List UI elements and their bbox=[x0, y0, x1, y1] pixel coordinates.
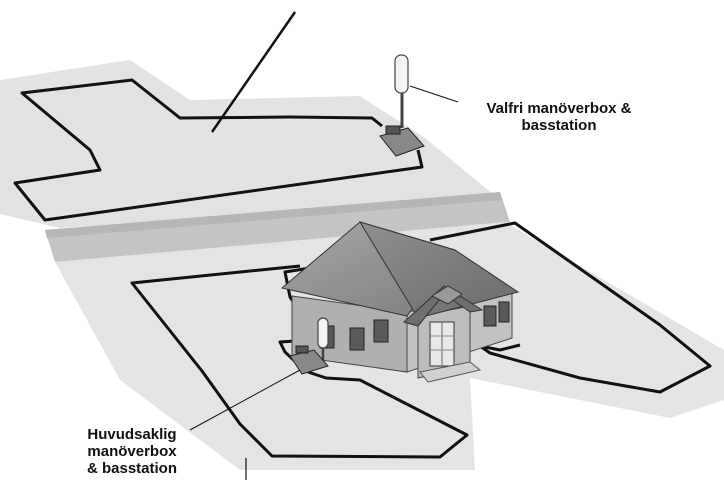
front-step bbox=[419, 361, 482, 383]
optional-station-label: Valfri manöverbox & basstation bbox=[455, 100, 663, 134]
main-base-station bbox=[289, 317, 329, 375]
optional-station-label-line2: basstation bbox=[521, 117, 597, 134]
optional-base-station bbox=[379, 54, 425, 157]
front-boundary-wire-right bbox=[429, 221, 712, 394]
front-boundary-wire-left bbox=[130, 264, 469, 459]
house-gable-roof bbox=[402, 285, 484, 327]
optional-station-label-line1: Valfri manöverbox & bbox=[486, 100, 632, 117]
main-station-label-line2: manöverbox bbox=[87, 443, 177, 460]
back-boundary-wire bbox=[13, 78, 424, 222]
street-edge bbox=[45, 192, 502, 238]
house bbox=[280, 221, 520, 383]
main-station-label-line3: & basstation bbox=[86, 460, 177, 477]
back-lawn bbox=[0, 60, 500, 228]
window-2 bbox=[349, 327, 365, 351]
pointer-line-main bbox=[189, 369, 301, 431]
house-dormer bbox=[430, 285, 463, 305]
main-station-label-line1: Huvudsaklig bbox=[87, 426, 177, 443]
main-antenna bbox=[317, 317, 329, 349]
window-5 bbox=[498, 301, 510, 323]
street bbox=[45, 192, 510, 262]
pointer-line-optional bbox=[409, 85, 459, 103]
window-3 bbox=[373, 319, 389, 343]
window-4 bbox=[483, 305, 497, 327]
optional-antenna bbox=[394, 54, 409, 94]
main-station-label: Huvudsaklig manöverbox & basstation bbox=[52, 426, 212, 477]
house-roof-right bbox=[358, 221, 520, 319]
pointer-line-top bbox=[210, 11, 297, 133]
